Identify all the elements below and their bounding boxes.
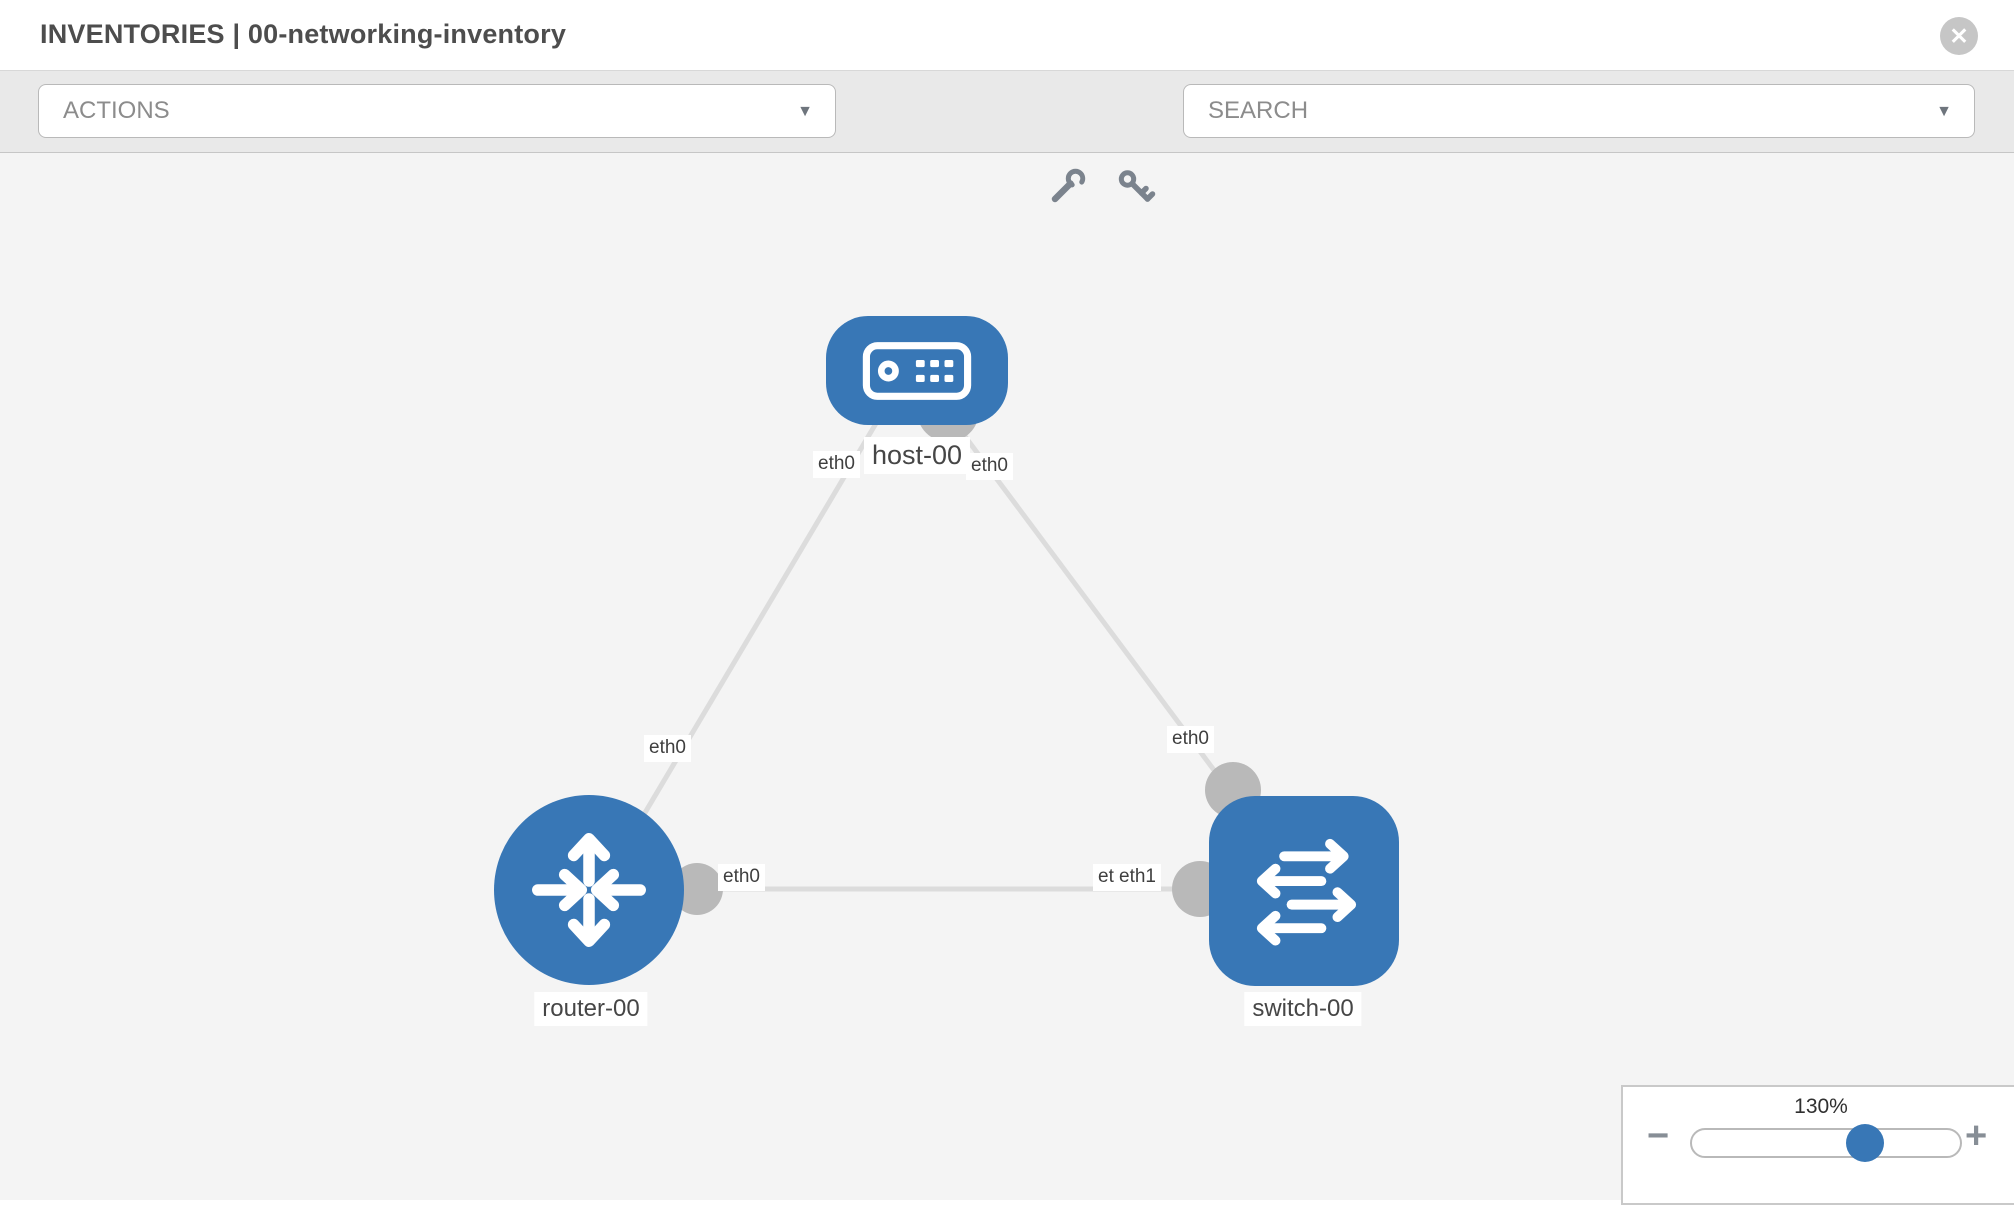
actions-dropdown[interactable]: ACTIONS ▼ (38, 84, 836, 138)
chevron-down-icon: ▼ (797, 103, 813, 120)
credentials-button[interactable] (1116, 167, 1156, 207)
iface-label-router-eth0: eth0 (718, 864, 765, 891)
minus-icon: − (1647, 1115, 1670, 1157)
header-bar: INVENTORIES | 00-networking-inventory ✕ (0, 0, 2014, 71)
iface-label-host-right: eth0 (966, 453, 1013, 480)
zoom-slider-track[interactable] (1690, 1128, 1962, 1158)
search-dropdown-label: SEARCH (1208, 97, 1309, 124)
node-label-host: host-00 (863, 437, 971, 474)
zoom-slider-thumb[interactable] (1846, 1124, 1884, 1162)
zoom-in-button[interactable]: + (1965, 1117, 1987, 1155)
wrench-icon (1051, 168, 1086, 203)
chevron-down-icon: ▼ (1936, 103, 1952, 120)
router-icon (532, 833, 646, 947)
key-icon (1118, 170, 1156, 202)
configure-button[interactable] (1048, 167, 1088, 207)
node-switch-00[interactable] (1209, 796, 1399, 986)
search-dropdown[interactable]: SEARCH ▼ (1183, 84, 1975, 138)
plus-icon: + (1965, 1115, 1988, 1157)
toolbar: ACTIONS ▼ SEARCH ▼ (0, 71, 2014, 203)
close-icon: ✕ (1949, 22, 1969, 49)
node-host-00[interactable] (826, 316, 1008, 425)
iface-label-router-uplink: eth0 (644, 735, 691, 762)
topology-canvas[interactable]: host-00 router-00 switch-00 eth0 eth0 et… (0, 152, 2014, 1200)
actions-dropdown-label: ACTIONS (63, 97, 170, 124)
iface-label-switch-eth1: eth1 (1114, 864, 1161, 891)
iface-label-host-left: eth0 (813, 451, 860, 478)
server-icon (862, 341, 972, 400)
iface-label-switch-uplink: eth0 (1167, 726, 1214, 753)
switch-icon (1256, 838, 1357, 946)
node-label-switch: switch-00 (1244, 992, 1362, 1026)
close-button[interactable]: ✕ (1940, 17, 1978, 55)
zoom-out-button[interactable]: − (1647, 1117, 1669, 1155)
interface-dot-router (671, 863, 723, 915)
topology-links-layer (592, 380, 1300, 917)
node-label-router: router-00 (534, 992, 648, 1026)
node-router-00[interactable] (494, 795, 684, 985)
page-title: INVENTORIES | 00-networking-inventory (40, 19, 567, 49)
zoom-level-value: 130% (1794, 1095, 1848, 1118)
zoom-panel: 130% − + (1621, 1085, 2014, 1205)
